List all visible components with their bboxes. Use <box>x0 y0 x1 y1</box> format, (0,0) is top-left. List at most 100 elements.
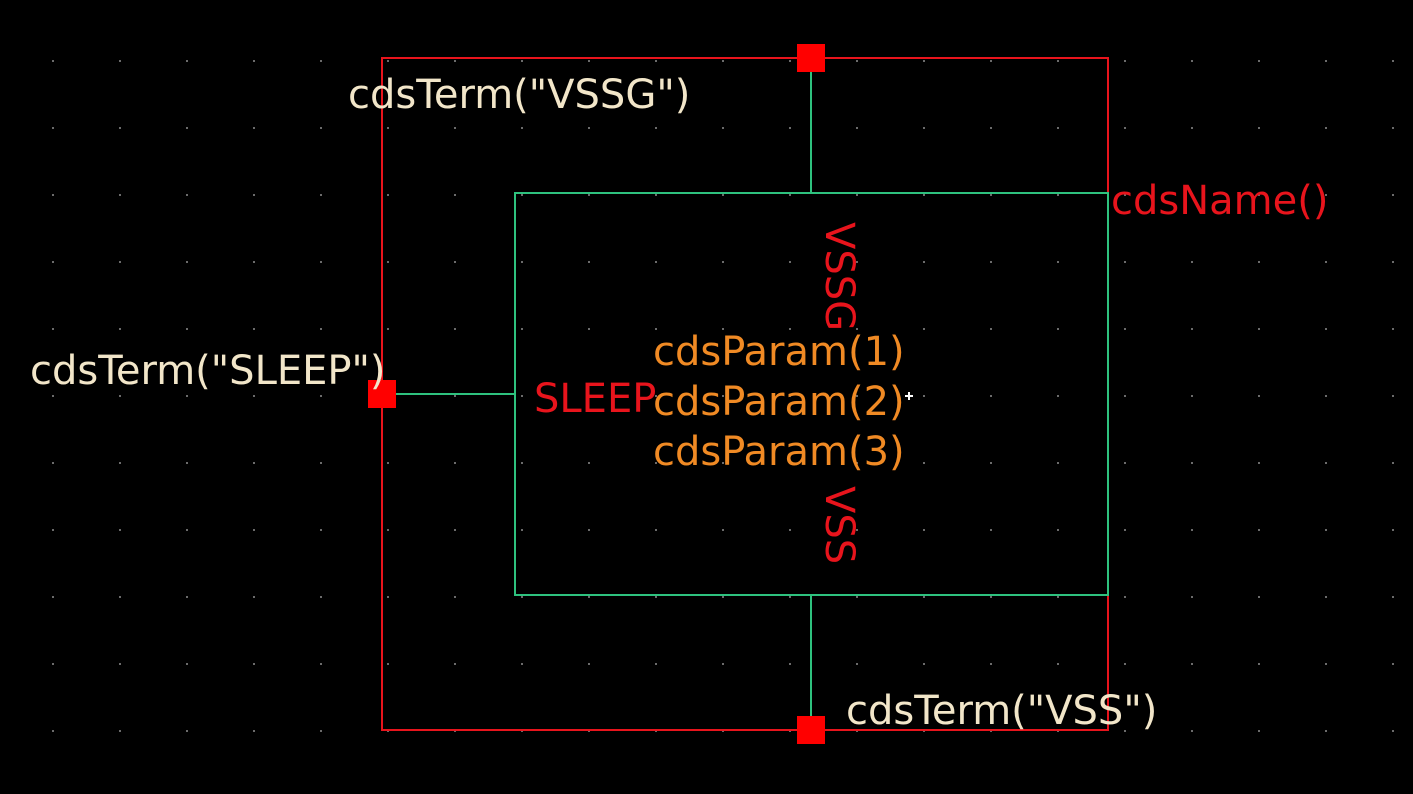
grid-dot <box>1191 194 1193 196</box>
grid-dot <box>52 194 54 196</box>
term-label-vssg[interactable]: cdsTerm("VSSG") <box>348 72 690 118</box>
grid-dot <box>119 596 121 598</box>
pin-name-sleep[interactable]: SLEEP <box>534 376 656 422</box>
grid-dot <box>1392 663 1394 665</box>
term-label-vss[interactable]: cdsTerm("VSS") <box>846 688 1157 734</box>
grid-dot <box>655 127 657 129</box>
pin-vss[interactable] <box>797 716 825 744</box>
grid-dot <box>186 60 188 62</box>
grid-dot <box>1258 261 1260 263</box>
grid-dot <box>722 127 724 129</box>
grid-dot <box>990 328 992 330</box>
grid-dot <box>186 194 188 196</box>
grid-dot <box>1124 127 1126 129</box>
grid-dot <box>1124 261 1126 263</box>
grid-dot <box>253 663 255 665</box>
grid-dot <box>521 663 523 665</box>
grid-dot <box>990 462 992 464</box>
grid-dot <box>387 328 389 330</box>
grid-dot <box>588 194 590 196</box>
grid-dot <box>186 596 188 598</box>
grid-dot <box>454 462 456 464</box>
grid-dot <box>923 194 925 196</box>
grid-dot <box>253 529 255 531</box>
grid-dot <box>1392 328 1394 330</box>
grid-dot <box>119 127 121 129</box>
term-label-sleep[interactable]: cdsTerm("SLEEP") <box>30 348 386 394</box>
grid-dot <box>856 596 858 598</box>
grid-dot <box>789 194 791 196</box>
grid-dot <box>1124 395 1126 397</box>
grid-dot <box>52 127 54 129</box>
grid-dot <box>722 261 724 263</box>
grid-dot <box>521 395 523 397</box>
grid-dot <box>655 462 657 464</box>
grid-dot <box>454 261 456 263</box>
grid-dot <box>1258 328 1260 330</box>
grid-dot <box>387 663 389 665</box>
grid-dot <box>1325 462 1327 464</box>
grid-dot <box>990 395 992 397</box>
grid-dot <box>923 395 925 397</box>
cursor-crosshair-icon <box>905 392 913 400</box>
grid-dot <box>119 395 121 397</box>
grid-dot <box>990 663 992 665</box>
grid-dot <box>990 596 992 598</box>
grid-dot <box>253 730 255 732</box>
grid-dot <box>923 529 925 531</box>
grid-dot <box>1057 596 1059 598</box>
grid-dot <box>588 596 590 598</box>
grid-dot <box>52 328 54 330</box>
grid-dot <box>387 60 389 62</box>
grid-dot <box>655 596 657 598</box>
grid-dot <box>1392 194 1394 196</box>
grid-dot <box>119 261 121 263</box>
param-label-2[interactable]: cdsParam(2) <box>653 379 905 425</box>
param-label-3[interactable]: cdsParam(3) <box>653 429 905 475</box>
grid-dot <box>1057 261 1059 263</box>
grid-dot <box>52 60 54 62</box>
grid-dot <box>387 596 389 598</box>
grid-dot <box>856 663 858 665</box>
grid-dot <box>1325 261 1327 263</box>
grid-dot <box>1191 261 1193 263</box>
grid-dot <box>789 127 791 129</box>
grid-dot <box>1325 596 1327 598</box>
grid-dot <box>1124 663 1126 665</box>
grid-dot <box>320 529 322 531</box>
grid-dot <box>119 60 121 62</box>
grid-dot <box>1191 462 1193 464</box>
grid-dot <box>119 529 121 531</box>
pin-sleep[interactable] <box>368 380 396 408</box>
grid-dot <box>387 462 389 464</box>
pin-name-vssg[interactable]: VSSG <box>816 222 862 331</box>
pin-vssg[interactable] <box>797 44 825 72</box>
grid-dot <box>320 261 322 263</box>
grid-dot <box>1325 663 1327 665</box>
grid-dot <box>1057 60 1059 62</box>
grid-dot <box>1124 529 1126 531</box>
grid-dot <box>789 462 791 464</box>
grid-dot <box>923 328 925 330</box>
grid-dot <box>454 127 456 129</box>
grid-dot <box>320 328 322 330</box>
grid-dot <box>990 529 992 531</box>
grid-dot <box>1258 462 1260 464</box>
grid-dot <box>856 462 858 464</box>
grid-dot <box>52 395 54 397</box>
param-label-1[interactable]: cdsParam(1) <box>653 329 905 375</box>
grid-dot <box>521 462 523 464</box>
grid-dot <box>52 261 54 263</box>
grid-dot <box>789 328 791 330</box>
grid-dot <box>521 194 523 196</box>
grid-dot <box>990 60 992 62</box>
grid-dot <box>186 395 188 397</box>
grid-dot <box>52 529 54 531</box>
grid-dot <box>856 60 858 62</box>
instance-name-label[interactable]: cdsName() <box>1111 178 1328 224</box>
pin-name-vss[interactable]: VSS <box>816 486 862 564</box>
grid-dot <box>722 462 724 464</box>
grid-dot <box>454 529 456 531</box>
grid-dot <box>588 395 590 397</box>
